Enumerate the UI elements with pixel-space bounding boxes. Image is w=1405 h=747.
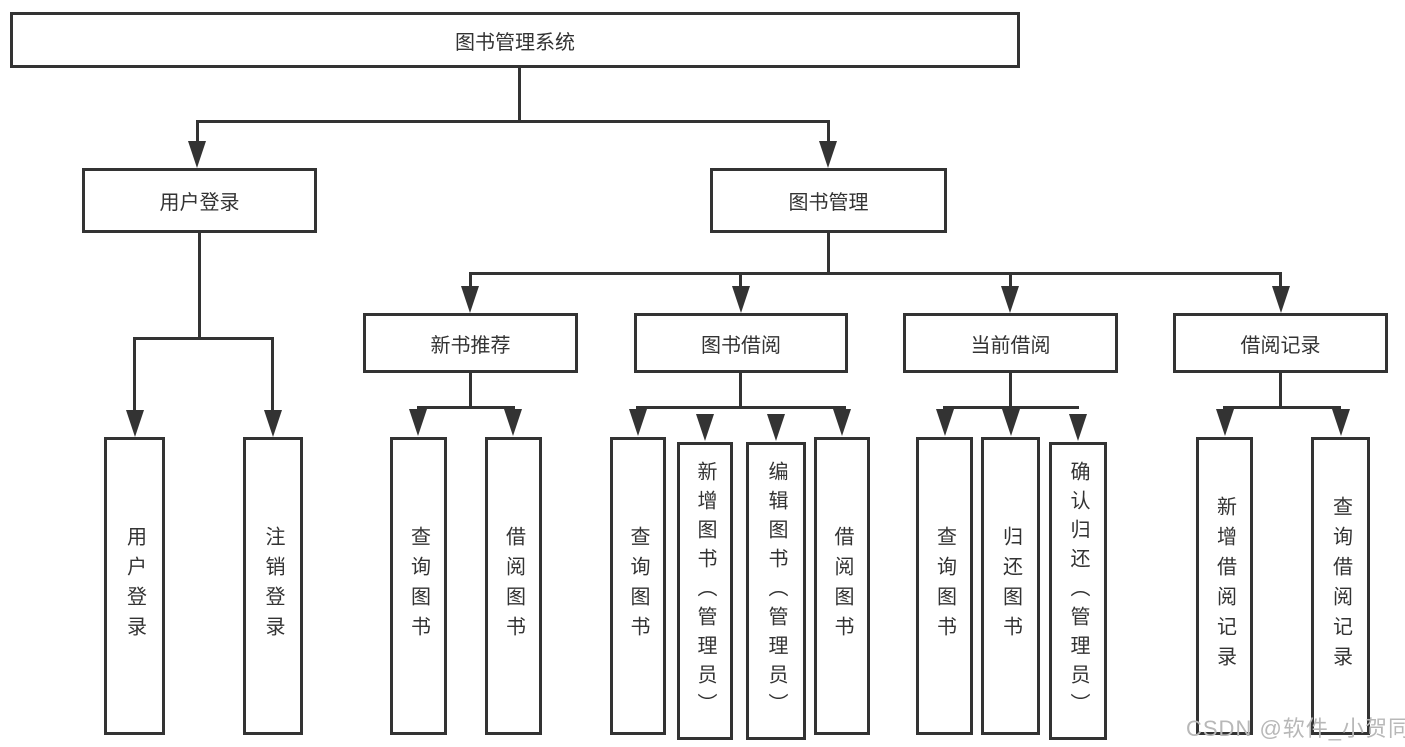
node-label: 确认归还（管理员） — [1067, 460, 1089, 722]
connector-vertical — [1009, 373, 1012, 406]
node-user-login: 用户登录 — [82, 168, 317, 233]
connector-horizontal — [943, 406, 1079, 409]
connector-vertical — [469, 272, 472, 288]
node-label: 借阅记录 — [1240, 334, 1321, 357]
leaf-cb-return-books: 归还图书 — [981, 437, 1040, 735]
arrow-down-icon — [833, 409, 851, 436]
node-label: 借阅图书 — [831, 526, 853, 646]
leaf-br-add-borrow-record: 新增借阅记录 — [1196, 437, 1253, 735]
arrow-down-icon — [767, 414, 785, 441]
connector-horizontal — [1223, 406, 1341, 409]
node-label: 用户登录 — [159, 192, 240, 214]
connector-horizontal — [636, 406, 846, 409]
leaf-bb-add-books-admin: 新增图书（管理员） — [677, 442, 733, 740]
arrow-down-icon — [1069, 414, 1087, 441]
node-new-book-recommendation: 新书推荐 — [363, 313, 578, 373]
leaf-bb-query-books: 查询图书 — [610, 437, 666, 735]
node-label: 新增借阅记录 — [1213, 496, 1236, 676]
leaf-bb-borrow-books: 借阅图书 — [814, 437, 870, 735]
node-label: 查询图书 — [933, 526, 956, 646]
connector-vertical — [739, 272, 742, 288]
arrow-down-icon — [696, 414, 714, 441]
arrow-down-icon — [819, 141, 837, 168]
node-label: 图书管理系统 — [455, 31, 575, 54]
leaf-cb-query-books: 查询图书 — [916, 437, 973, 735]
leaf-bb-edit-books-admin: 编辑图书（管理员） — [746, 442, 806, 740]
node-label: 图书管理 — [788, 192, 869, 214]
node-borrowing-records: 借阅记录 — [1173, 313, 1388, 373]
node-label: 当前借阅 — [970, 334, 1051, 357]
connector-vertical — [133, 337, 136, 412]
connector-vertical — [1279, 272, 1282, 288]
leaf-cb-confirm-return-admin: 确认归还（管理员） — [1049, 442, 1107, 740]
connector-horizontal — [196, 120, 830, 123]
connector-vertical — [827, 120, 830, 143]
connector-horizontal — [417, 406, 515, 409]
node-book-management: 图书管理 — [710, 168, 947, 233]
node-label: 用户登录 — [123, 526, 146, 646]
arrow-down-icon — [732, 286, 750, 313]
arrow-down-icon — [461, 286, 479, 313]
connector-vertical — [827, 233, 830, 272]
node-label: 归还图书 — [999, 526, 1022, 646]
node-book-borrowing: 图书借阅 — [634, 313, 848, 373]
connector-vertical — [271, 337, 274, 412]
node-label: 查询借阅记录 — [1329, 496, 1352, 676]
node-label: 注销登录 — [262, 526, 284, 646]
connector-vertical — [739, 373, 742, 406]
connector-vertical — [518, 68, 521, 122]
leaf-nbr-query-books: 查询图书 — [390, 437, 447, 735]
arrow-down-icon — [1001, 286, 1019, 313]
arrow-down-icon — [264, 410, 282, 437]
arrow-down-icon — [1216, 409, 1234, 436]
node-label: 新增图书（管理员） — [694, 460, 716, 722]
node-label: 查询图书 — [627, 526, 649, 646]
node-label: 新书推荐 — [430, 334, 511, 357]
node-current-borrowing: 当前借阅 — [903, 313, 1118, 373]
watermark: CSDN @软件_小贺同学 — [1186, 716, 1405, 741]
arrow-down-icon — [1272, 286, 1290, 313]
connector-horizontal — [133, 337, 274, 340]
leaf-logout: 注销登录 — [243, 437, 303, 735]
leaf-br-query-borrow-record: 查询借阅记录 — [1311, 437, 1370, 735]
connector-vertical — [1279, 373, 1282, 406]
arrow-down-icon — [409, 409, 427, 436]
connector-horizontal — [469, 272, 1282, 275]
node-root: 图书管理系统 — [10, 12, 1020, 68]
node-label: 查询图书 — [407, 526, 430, 646]
node-label: 编辑图书（管理员） — [765, 460, 787, 722]
arrow-down-icon — [1332, 409, 1350, 436]
connector-vertical — [198, 233, 201, 337]
node-label: 图书借阅 — [701, 334, 781, 357]
arrow-down-icon — [126, 410, 144, 437]
arrow-down-icon — [504, 409, 522, 436]
connector-vertical — [1009, 272, 1012, 288]
arrow-down-icon — [629, 409, 647, 436]
arrow-down-icon — [1002, 409, 1020, 436]
arrow-down-icon — [188, 141, 206, 168]
leaf-user-login: 用户登录 — [104, 437, 165, 735]
leaf-nbr-borrow-books: 借阅图书 — [485, 437, 542, 735]
node-label: 借阅图书 — [502, 526, 525, 646]
connector-vertical — [196, 120, 199, 143]
arrow-down-icon — [936, 409, 954, 436]
connector-vertical — [469, 373, 472, 406]
